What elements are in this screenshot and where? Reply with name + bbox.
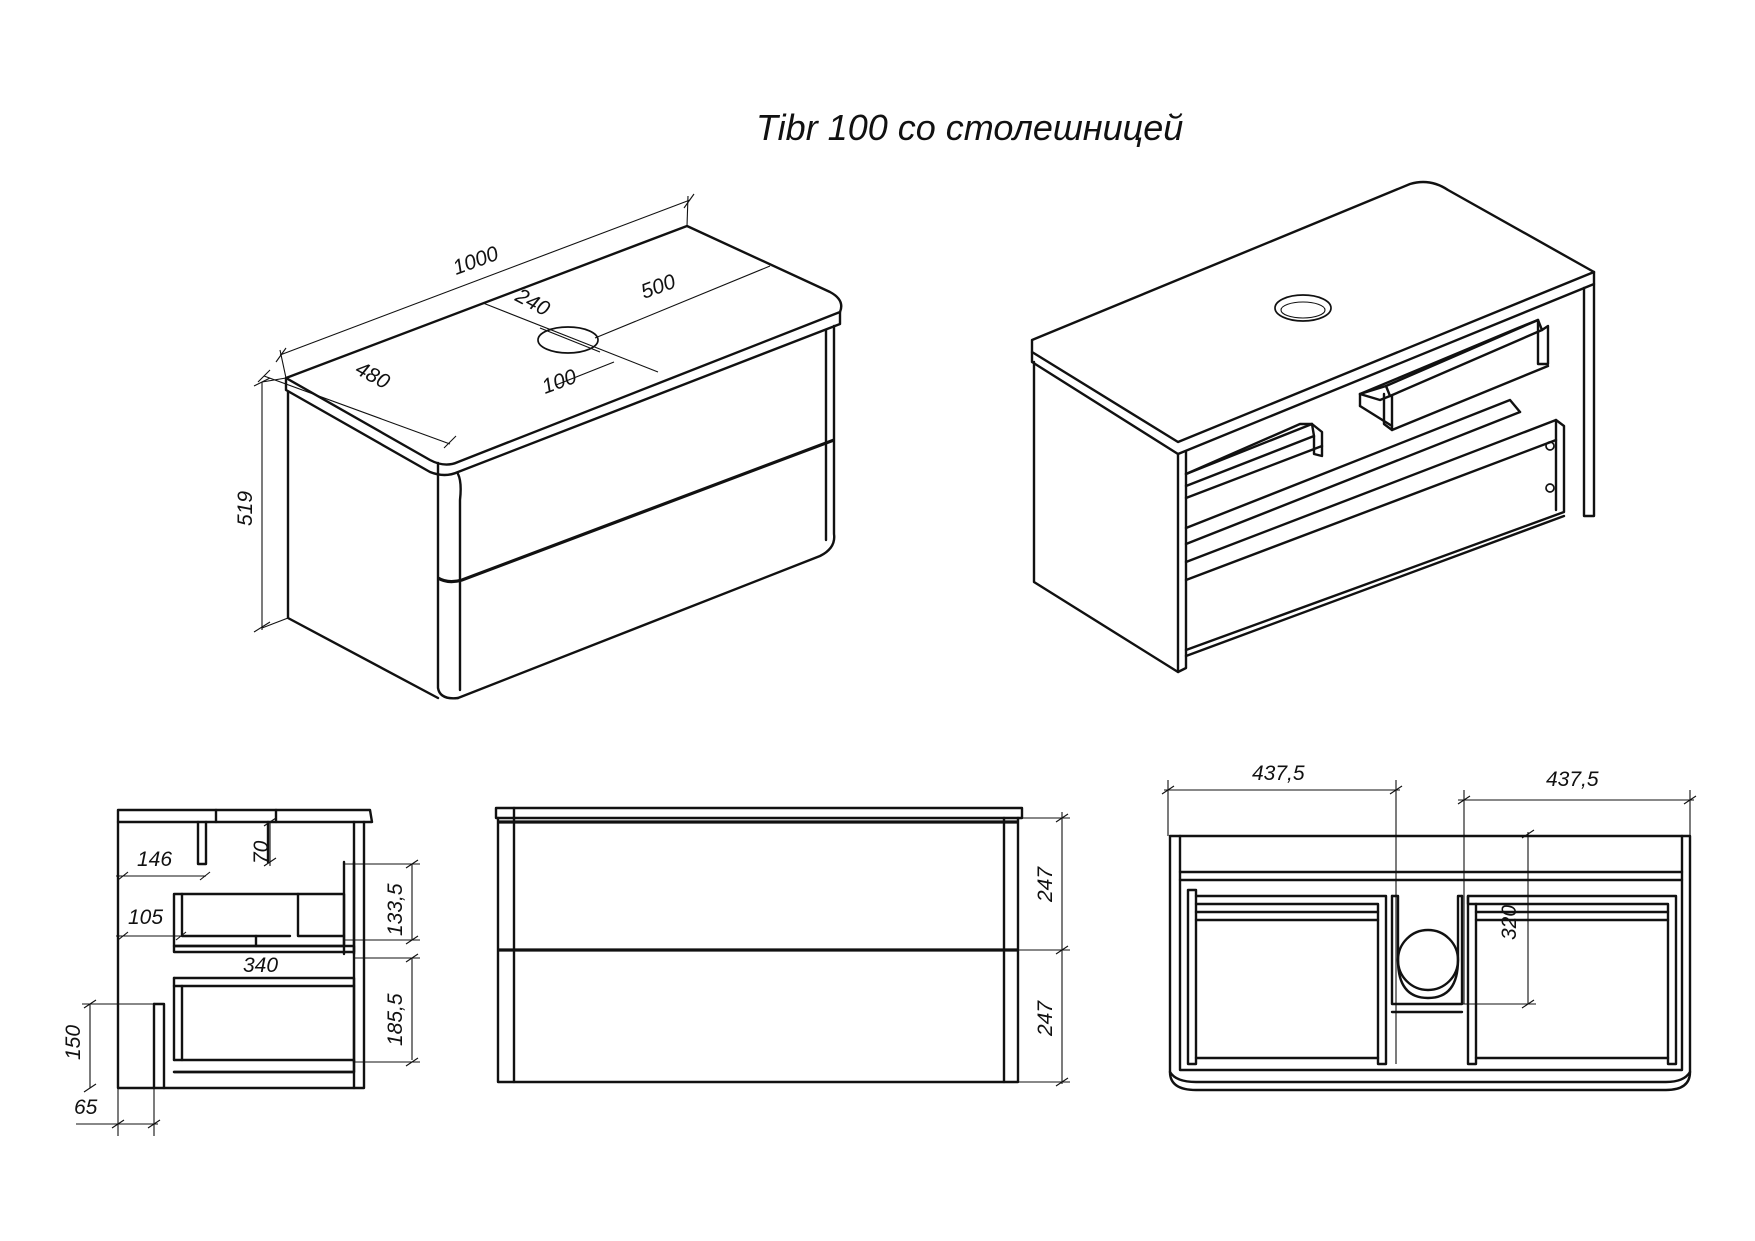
plan-siphon-cutout	[1390, 894, 1464, 1006]
dim-right-drawer-width: 437,5	[1546, 768, 1599, 791]
side-top-drawer	[196, 820, 208, 866]
isometric-view-open	[1030, 180, 1596, 674]
side-middle-drawer	[172, 892, 346, 948]
open-top-drawer-right	[1384, 318, 1544, 398]
dim-top-drawer-depth: 146	[137, 848, 172, 871]
open-middle-drawer	[1184, 422, 1316, 488]
drawer-split	[437, 438, 835, 584]
isometric-view-closed: 1000 480 519 240 500 100	[234, 193, 843, 700]
plan-left-drawer	[1186, 888, 1198, 1066]
open-front-post	[1176, 450, 1188, 674]
dim-height: 519	[234, 491, 257, 526]
sink-hole	[537, 326, 599, 354]
plan-outline	[1168, 834, 1692, 1092]
dim-plinth-height: 150	[62, 1025, 85, 1060]
dim-lower-drawer: 247	[1034, 1000, 1057, 1037]
cabinet-front-right	[456, 324, 836, 700]
front-countertop	[494, 806, 1024, 820]
open-side-panel	[1032, 360, 1180, 674]
dim-left-drawer-width: 437,5	[1252, 762, 1305, 785]
dim-drawer-depth: 320	[1498, 905, 1521, 940]
side-bottom-drawer	[172, 976, 356, 1064]
cabinet-side-panel	[286, 390, 440, 700]
countertop-edge	[284, 310, 842, 477]
side-plinth	[152, 1002, 166, 1090]
plan-sink-hole	[1396, 928, 1460, 992]
front-view: 247 247	[494, 806, 1070, 1087]
open-bottom-drawer	[1184, 418, 1566, 652]
dim-depth: 480	[352, 357, 394, 394]
cabinet-front-edge-inner	[456, 472, 462, 692]
dim-middle-offset: 105	[128, 906, 163, 929]
dim-drawer-length: 340	[243, 954, 278, 977]
side-section-view: 146 70 133,5 105 340 185,5 150 65	[62, 808, 420, 1136]
dim-hole-side: 500	[638, 270, 679, 304]
dim-upper-drawer: 247	[1034, 866, 1057, 903]
dim-bottom-drawer-gap: 185,5	[384, 993, 407, 1046]
cabinet-front-edge	[436, 461, 460, 700]
open-sink-hole	[1274, 294, 1332, 322]
open-countertop-top	[1030, 180, 1596, 444]
drawing-title: Tibr 100 со столешницей	[756, 107, 1183, 148]
dim-plinth-depth: 65	[74, 1096, 98, 1119]
dim-top-drawer-gap: 133,5	[384, 883, 407, 936]
side-back-panel	[116, 820, 366, 1090]
dim-hole-diameter: 100	[539, 365, 580, 399]
countertop-top-face	[284, 224, 843, 466]
plan-view: 437,5 437,5 320	[1161, 762, 1697, 1092]
open-right-panel	[1582, 282, 1596, 518]
dim-top-drawer-height: 70	[250, 840, 273, 864]
side-countertop	[116, 808, 374, 824]
